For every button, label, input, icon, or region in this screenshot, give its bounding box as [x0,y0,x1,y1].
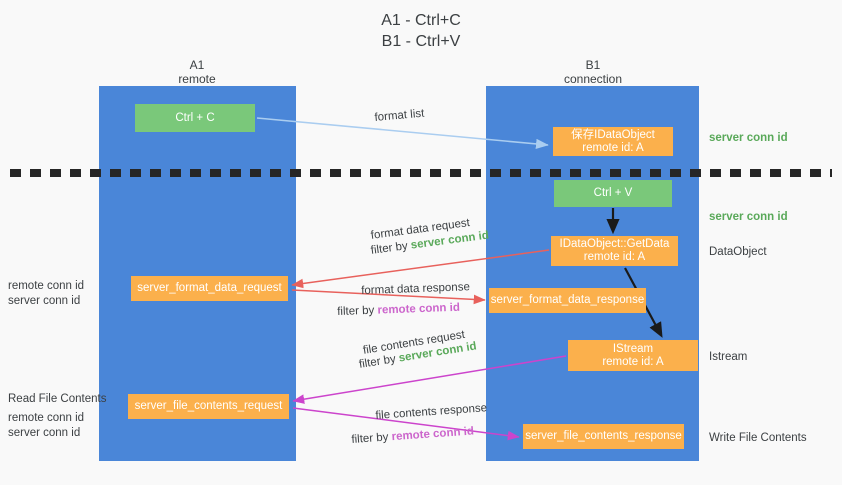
title-line-1: A1 - Ctrl+C [381,12,461,29]
box-server-file-contents-request[interactable]: server_file_contents_request [128,394,289,419]
box-save-idataobject-line2: remote id: A [582,141,644,154]
box-server-format-data-response[interactable]: server_format_data_response [489,288,646,313]
box-server-file-contents-request-label: server_file_contents_request [134,400,283,412]
box-ctrl-c-label: Ctrl + C [175,111,215,124]
annotation-server-conn-id-left-bottom: server conn id [8,427,81,439]
box-save-idataobject-line1: 保存IDataObject [571,128,655,141]
annotation-conn-ids-bottom: remote conn id server conn id [8,411,84,441]
arrow-format-data-request [291,249,550,289]
lane-a-name: A1 [189,58,205,72]
annotation-server-conn-id-mid: server conn id [709,211,788,223]
filter-value-remote-conn-id: remote conn id [377,301,461,317]
dashed-separator-line [10,169,832,177]
lane-b-name: B1 [585,58,601,72]
filter-prefix: filter by [337,304,378,318]
arrow-file-contents-response [292,407,520,441]
lane-b-role: connection [563,72,623,86]
arrow-format-list [256,117,549,149]
box-istream-line1: IStream [612,342,654,355]
box-idataobject-getdata[interactable]: IDataObject::GetData remote id: A [551,236,678,266]
annotation-server-conn-id-left-mid: server conn id [8,295,81,307]
lane-header-b1: B1 connection [493,58,693,86]
box-server-file-contents-response[interactable]: server_file_contents_response [523,424,684,449]
annotation-remote-conn-id-bottom: remote conn id [8,412,85,424]
box-server-format-data-request-label: server_format_data_request [137,282,282,294]
diagram-title: A1 - Ctrl+C B1 - Ctrl+V [0,10,842,52]
edge-label-format-list-text: format list [374,107,425,124]
box-istream[interactable]: IStream remote id: A [568,340,698,371]
box-istream-line2: remote id: A [602,355,664,368]
annotation-server-conn-id-top: server conn id [709,132,788,144]
annotation-write-file-contents: Write File Contents [709,432,807,444]
annotation-conn-ids-mid: remote conn id server conn id [8,279,84,309]
box-server-format-data-response-label: server_format_data_response [490,294,645,306]
arrow-format-data-response [291,289,486,305]
lane-a-role: remote [178,72,216,86]
annotation-remote-conn-id-mid: remote conn id [8,280,85,292]
box-ctrl-v[interactable]: Ctrl + V [554,180,672,207]
box-server-format-data-request[interactable]: server_format_data_request [131,276,288,301]
box-save-idataobject[interactable]: 保存IDataObject remote id: A [553,127,673,156]
box-getdata-line2: remote id: A [583,251,646,263]
box-server-file-contents-response-label: server_file_contents_response [525,430,682,442]
arrow-file-contents-request [292,355,567,404]
title-line-2: B1 - Ctrl+V [381,33,461,50]
annotation-read-file-contents: Read File Contents [8,393,107,405]
edge-label-format-data-response-text: format data response [361,281,471,297]
box-ctrl-c[interactable]: Ctrl + C [135,104,255,132]
annotation-dataobject: DataObject [709,246,767,258]
filter-prefix: filter by [351,431,393,446]
lane-header-a1: A1 remote [97,58,297,86]
box-getdata-line1: IDataObject::GetData [559,238,670,250]
filter-prefix: filter by [370,239,412,257]
annotation-istream: Istream [709,351,748,363]
box-ctrl-v-label: Ctrl + V [593,187,633,199]
